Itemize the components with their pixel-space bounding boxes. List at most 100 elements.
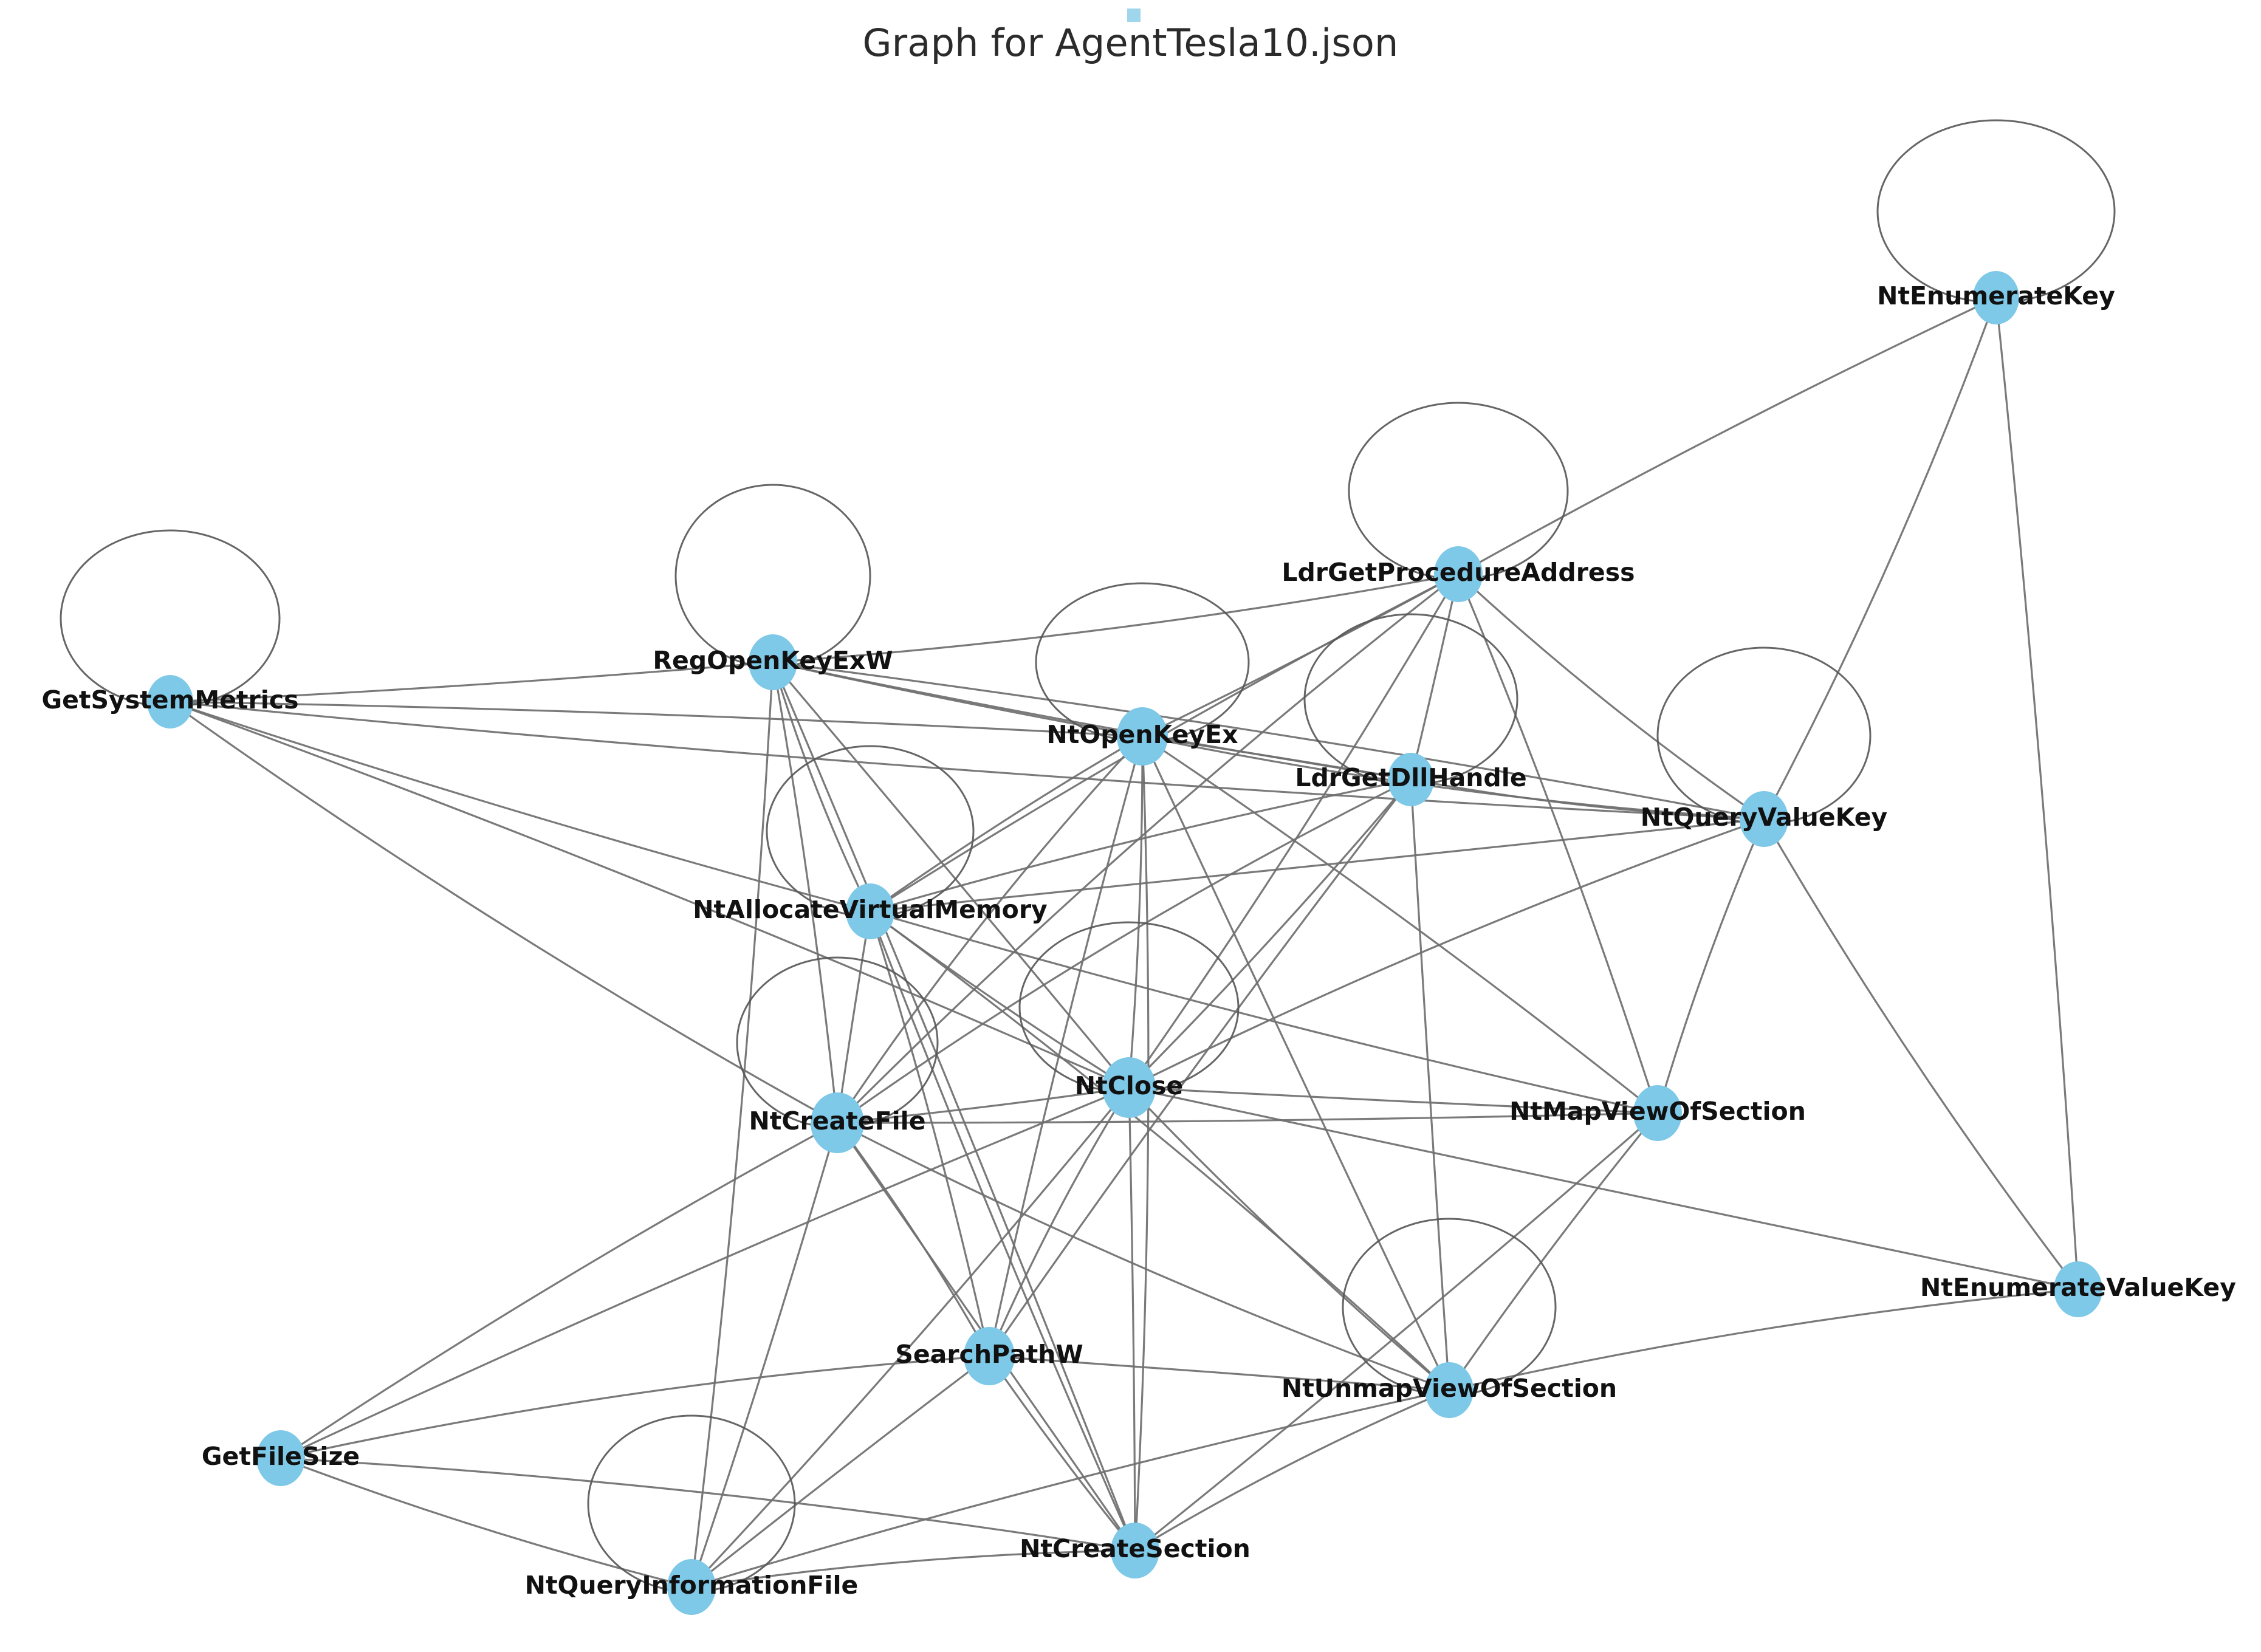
graph-edge [1141,736,1450,1391]
graph-edge [870,910,1450,1391]
nodes-layer [147,271,2102,1615]
graph-edge [837,1122,1450,1391]
graph-node[interactable] [147,675,193,728]
graph-edge [1128,1087,1136,1551]
graph-edge [1410,778,1765,820]
graph-node-label: NtQueryValueKey [1641,803,1888,832]
graph-edge [870,778,1412,913]
graph-node[interactable] [1973,271,2019,324]
graph-edge [837,1112,1658,1124]
graph-edge [1458,296,1997,575]
graph-edge [1457,573,1765,820]
title-legend-marker [1127,9,1141,22]
graph-edge [772,662,1136,1551]
graph-edge [772,661,1130,1089]
graph-edge [836,735,1144,1123]
page-title: Graph for AgentTesla10.json [862,21,1399,65]
graph-node-label: NtUnmapViewOfSection [1281,1374,1617,1403]
graph-edge [280,1122,838,1459]
graph-edge [1128,1086,1450,1391]
graph-edge [870,735,1143,913]
graph-node-label: NtEnumerateValueKey [1920,1273,2236,1302]
graph-edge [836,1122,990,1357]
graph-node[interactable] [667,1559,716,1615]
graph-node[interactable] [1102,1057,1156,1118]
graph-node-label: SearchPathW [895,1340,1083,1369]
graph-edge [280,1086,1130,1459]
graph-edge [1457,574,1659,1114]
graph-node[interactable] [846,883,894,939]
graph-edge [1128,1086,2079,1290]
node-labels-layer: NtEnumerateKeyLdrGetProcedureAddressGetS… [41,281,2235,1600]
graph-node-label: NtQueryInformationFile [525,1571,859,1600]
graph-edge [1763,297,1997,820]
graph-node-label: NtCreateSection [1020,1534,1251,1563]
graph-edge [1449,1288,2079,1391]
graph-edge [1134,1112,1659,1552]
graph-edge [690,1122,839,1588]
graph-edge [1142,735,1765,820]
graph-node[interactable] [1111,1523,1159,1578]
graph-node-label: RegOpenKeyExW [653,646,893,675]
graph-node-label: NtEnumerateKey [1877,281,2115,310]
graph-node-label: LdrGetProcedureAddress [1281,558,1635,587]
graph-node-label: NtMapViewOfSection [1509,1097,1806,1126]
graph-edge [280,1355,990,1459]
graph-edge [280,1457,692,1588]
graph-edge [170,701,1765,820]
graph-edge [170,701,871,913]
graph-edge [1134,1389,1450,1552]
graph-edge [989,1355,1450,1391]
graph-edge [988,1087,1130,1357]
graph-node[interactable] [964,1327,1015,1385]
graph-edge [1128,778,1412,1089]
graph-node-label: GetFileSize [202,1442,360,1471]
graph-edge [870,818,1765,913]
graph-node-label: LdrGetDllHandle [1295,763,1526,792]
graph-node-label: NtClose [1075,1071,1183,1100]
graph-node[interactable] [1117,707,1168,766]
graph-edge [772,573,1459,663]
graph-node[interactable] [256,1430,305,1486]
graph-node[interactable] [1425,1362,1474,1418]
graph-edge [772,662,871,912]
graph-node-label: GetSystemMetrics [41,685,298,715]
graph-edge [1134,736,1150,1551]
graph-node-label: NtAllocateVirtualMemory [693,895,1048,924]
edges-layer [170,296,2079,1588]
graph-node[interactable] [811,1092,864,1153]
graph-edge [691,1389,1450,1588]
graph-edge [870,910,1658,1114]
graph-edge [1142,735,1658,1114]
graph-node-label: NtOpenKeyEx [1046,720,1238,749]
self-loops-layer [60,119,2116,1593]
graph-edge [1128,818,1765,1089]
graph-edge [1128,574,1460,1088]
graph-edge [280,1457,1136,1552]
graph-node[interactable] [2054,1261,2102,1317]
graph-edge [1128,736,1144,1088]
graph-edge [690,662,774,1588]
graph-edge [772,661,1765,820]
graph-edge [836,911,871,1123]
graph-node[interactable] [1388,753,1434,806]
graph-edge [1410,779,1450,1391]
graph-node[interactable] [1633,1085,1682,1141]
graph-edge [988,1356,1136,1552]
graph-node[interactable] [1740,791,1788,847]
graph-node[interactable] [749,634,797,690]
graph-edge [869,911,990,1357]
graph-edge [1656,818,1765,1114]
graph-edge [869,911,1136,1551]
graph-edge [837,1086,1130,1124]
graph-edge [170,701,1143,738]
graph-node[interactable] [1434,546,1483,602]
graph-edge [690,1086,1130,1588]
graph-edge [691,1355,990,1588]
graph-edge [170,661,774,703]
graph-edge [1763,818,2079,1290]
graph-edge [1142,735,1412,781]
graph-edge [772,662,839,1123]
